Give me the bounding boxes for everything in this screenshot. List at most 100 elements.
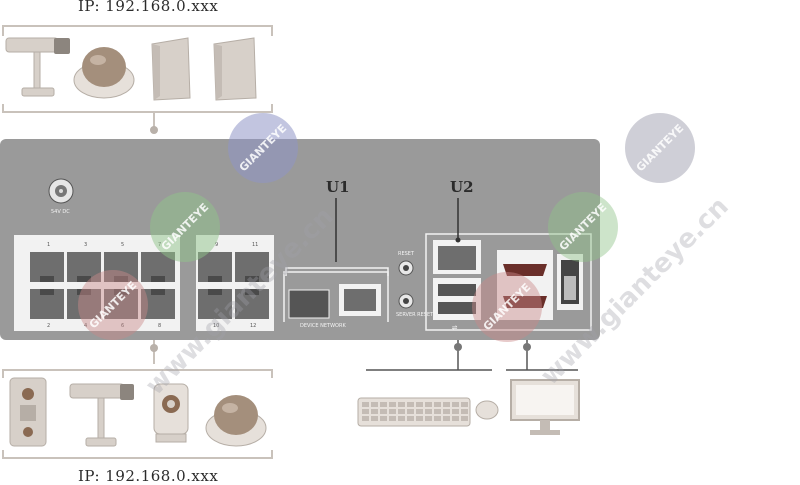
keyboard-key [461, 409, 468, 414]
keyboard-key [434, 416, 441, 421]
usb-port-1[interactable] [438, 284, 476, 296]
watermark-badge: GIANTEYE [472, 272, 542, 342]
rj45-latch [208, 276, 222, 282]
keyboard-key [398, 402, 405, 407]
keyboard-key [371, 416, 378, 421]
port-number: 3 [84, 242, 87, 248]
uplink-port [344, 289, 376, 311]
port-number: 4 [84, 323, 87, 329]
keyboard-key [380, 409, 387, 414]
keyboard-key [434, 409, 441, 414]
watermark-badge: GIANTEYE [150, 192, 220, 262]
rj45-latch [208, 289, 222, 295]
dome-camera-icon [73, 47, 135, 99]
keyboard-key [398, 409, 405, 414]
ip-label-top: IP: 192.168.0.xxx [78, 0, 219, 15]
port-number: 8 [158, 323, 161, 329]
keyboard-icon [357, 397, 471, 427]
power-connector-icon [48, 178, 74, 204]
doorbell-intercom-icon [9, 377, 47, 447]
keyboard-key [434, 402, 441, 407]
box-camera-icon-2 [213, 37, 257, 101]
callout-u1: U1 [326, 178, 350, 196]
cube-camera-icon [153, 383, 189, 443]
power-label: 54V DC [51, 209, 70, 215]
port-number: 5 [121, 242, 124, 248]
keyboard-key [407, 402, 414, 407]
keyboard-key [362, 416, 369, 421]
port-number: 6 [121, 323, 124, 329]
rj45-latch [77, 289, 91, 295]
rj45-latch [245, 289, 259, 295]
keyboard-key [380, 402, 387, 407]
server-reset-label: SERVER RESET [396, 312, 434, 318]
u2-ethernet-port[interactable] [438, 246, 476, 270]
keyboard-key [452, 402, 459, 407]
watermark-badge: GIANTEYE [625, 113, 695, 183]
rj45-ports [30, 252, 269, 319]
usb-port-2[interactable] [438, 302, 476, 314]
keyboard-key [452, 409, 459, 414]
keyboard-key [362, 402, 369, 407]
keyboard-key [425, 402, 432, 407]
port-number: 10 [213, 323, 219, 329]
keyboard-key [443, 416, 450, 421]
port-number: 1 [47, 242, 50, 248]
keyboard-key [407, 416, 414, 421]
watermark-badge: GIANTEYE [78, 270, 148, 340]
keyboard-key [407, 409, 414, 414]
keyboard-key [416, 409, 423, 414]
rj45-latch [40, 276, 54, 282]
mouse-icon [475, 400, 499, 420]
rj45-latch [245, 276, 259, 282]
hdmi-port-2[interactable] [503, 296, 547, 308]
keyboard-key [461, 416, 468, 421]
server-io-section [425, 233, 592, 331]
device-network-group [283, 271, 389, 322]
keyboard-key [425, 409, 432, 414]
keyboard-key [380, 416, 387, 421]
watermark-badge: GIANTEYE [548, 192, 618, 262]
port-number: 12 [250, 323, 256, 329]
callout-u2: U2 [450, 178, 474, 196]
keyboard-key [443, 402, 450, 407]
top-camera-bracket [2, 25, 273, 128]
port-number: 9 [215, 242, 218, 248]
u1-callout-line [285, 198, 389, 276]
rj45-latch [151, 289, 165, 295]
bottom-connector-dot [150, 344, 158, 352]
rj45-latch [40, 289, 54, 295]
hdmi-port-1[interactable] [503, 264, 547, 276]
port-number: 11 [252, 242, 258, 248]
keyboard-key [371, 409, 378, 414]
keyboard-key [416, 402, 423, 407]
keyboard-key [452, 416, 459, 421]
keyboard-key [362, 409, 369, 414]
usb-icon: ⇌ [452, 323, 458, 333]
reset-label: RESET [398, 251, 415, 257]
bullet-camera-icon-bottom [69, 383, 134, 447]
rj45-latch [77, 276, 91, 282]
keyboard-key [416, 416, 423, 421]
sfp-port [288, 289, 330, 319]
keyboard-key [389, 409, 396, 414]
device-network-label: DEVICE NETWORK [300, 323, 346, 329]
port-number: 2 [47, 323, 50, 329]
top-connector-dot [150, 126, 158, 134]
dome-camera-icon-bottom [205, 395, 267, 447]
box-camera-icon [151, 37, 191, 101]
keyboard-key [443, 409, 450, 414]
monitor-icon [510, 379, 580, 435]
keyboard-key [389, 416, 396, 421]
keyboard-key [389, 402, 396, 407]
watermark-badge: GIANTEYE [228, 113, 298, 183]
rj45-latch [114, 289, 128, 295]
keyboard-key [461, 402, 468, 407]
rj45-latch [114, 276, 128, 282]
keyboard-key [425, 416, 432, 421]
bullet-camera-icon [5, 37, 70, 97]
keyboard-key [371, 402, 378, 407]
keyboard-key [398, 416, 405, 421]
rj45-latch [151, 276, 165, 282]
